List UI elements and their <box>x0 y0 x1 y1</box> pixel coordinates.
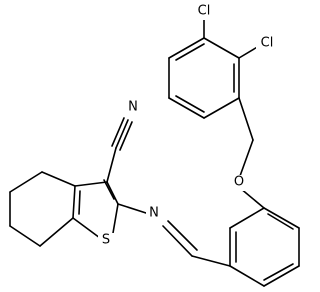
bond-n-thiophene <box>117 203 147 214</box>
bond-ch2 <box>238 97 254 141</box>
bond <box>9 171 43 193</box>
bond-nitrile <box>119 121 133 151</box>
bond <box>74 181 108 187</box>
bond-double <box>103 179 115 200</box>
bond <box>229 265 265 287</box>
bond <box>203 97 240 119</box>
chlorine-atom-label: Cl <box>261 36 274 51</box>
bond-ch-n-double <box>167 220 198 251</box>
bond <box>263 265 300 287</box>
bond <box>9 225 41 247</box>
label-bg <box>146 206 162 222</box>
cyclohexane-ring <box>9 171 76 247</box>
bond-nitrile <box>111 117 125 147</box>
bond-cl-ortho <box>238 45 260 59</box>
bond-c-cn <box>106 147 117 183</box>
bond <box>168 37 205 59</box>
bond <box>168 97 205 119</box>
sulfur-atom-label: S <box>102 233 110 248</box>
nitrogen-atom-label: N <box>128 100 138 115</box>
aromatic-bond <box>267 213 294 230</box>
bond-aryl-ch <box>191 255 231 267</box>
label-bg <box>98 233 114 249</box>
nitrogen-atom-label: N <box>149 206 159 221</box>
bond-c-s <box>112 203 119 234</box>
oxygen-atom-label: O <box>234 175 244 190</box>
bond <box>203 37 240 59</box>
bond-ch-n <box>162 225 193 257</box>
bond-double <box>78 190 81 215</box>
aromatic-bond <box>263 263 294 281</box>
label-bg <box>231 175 247 191</box>
bond-o-aryl <box>239 187 265 209</box>
bond <box>106 181 119 205</box>
label-bg <box>125 100 141 116</box>
phenylene-ring <box>229 207 300 287</box>
bond <box>229 207 265 229</box>
thiophene-ring <box>72 179 119 239</box>
chlorine-atom-label: Cl <box>198 4 211 19</box>
dichlorophenyl-ring <box>168 37 240 119</box>
bond <box>263 207 300 229</box>
label-bg <box>193 4 215 20</box>
bond <box>72 185 76 219</box>
bond-ch2-o <box>239 139 254 177</box>
bond <box>41 171 76 187</box>
bond-c-s <box>72 217 101 239</box>
bond-nitrile <box>115 119 129 149</box>
aromatic-bond <box>175 43 205 61</box>
bond <box>39 217 74 247</box>
label-bg <box>256 36 278 52</box>
aromatic-bond <box>175 95 205 113</box>
